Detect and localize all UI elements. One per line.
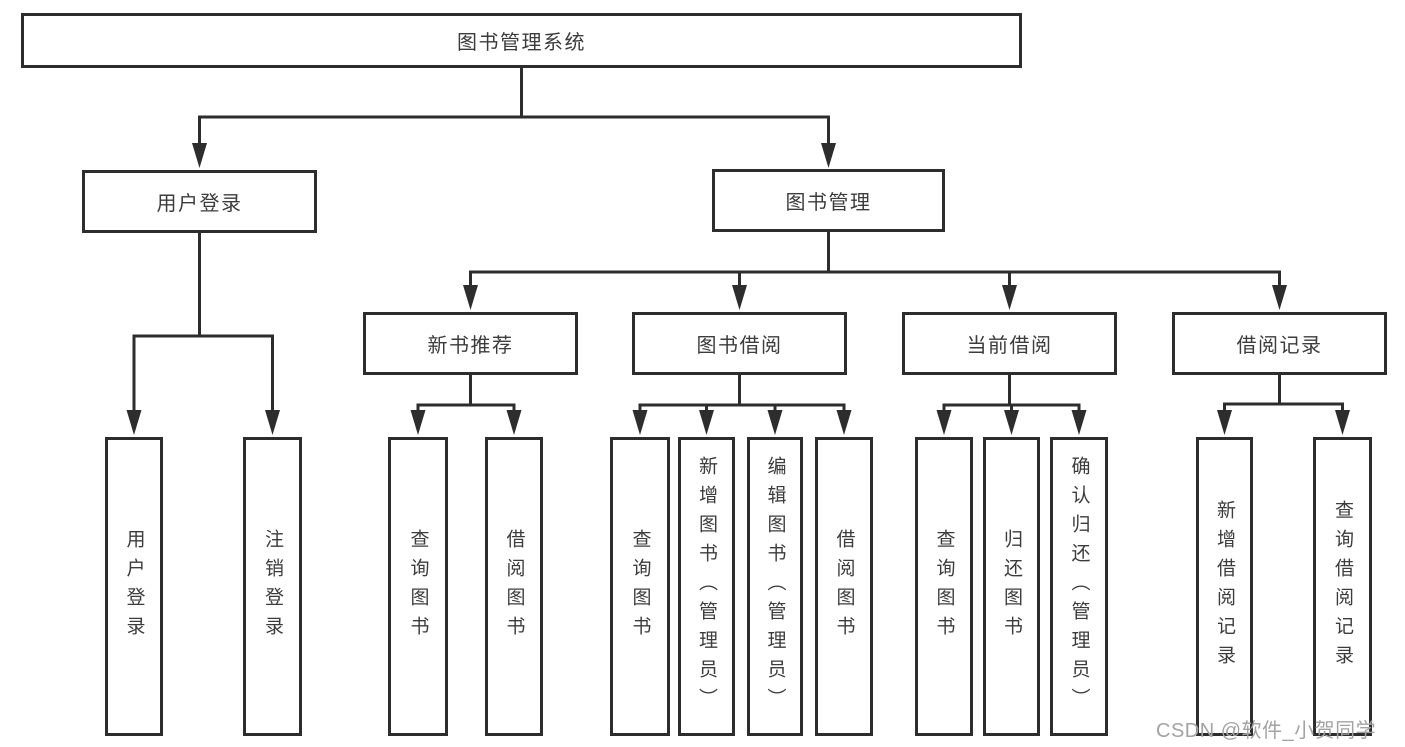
leaf-user-login: 用户登录 <box>105 437 163 736</box>
node-current-borrowing: 当前借阅 <box>902 312 1117 375</box>
leaf-label: 借阅图书 <box>833 528 855 645</box>
leaf-label: 查询图书 <box>933 528 955 645</box>
leaf-label: 查询借阅记录 <box>1332 499 1353 674</box>
node-book-borrowing: 图书借阅 <box>632 312 847 375</box>
csdn-watermark: CSDN @软件_小贺同学 <box>1156 720 1377 742</box>
node-root-system: 图书管理系统 <box>21 13 1022 68</box>
leaf-borrow-books-recommend: 借阅图书 <box>485 437 543 736</box>
leaf-label: 查询图书 <box>629 528 651 645</box>
node-borrowing-records: 借阅记录 <box>1172 312 1387 375</box>
leaf-add-borrow-record: 新增借阅记录 <box>1196 437 1253 736</box>
leaf-label: 新增借阅记录 <box>1214 499 1235 674</box>
leaf-add-books-admin: 新增图书（管理员） <box>678 437 735 736</box>
leaf-query-books-current: 查询图书 <box>915 437 973 736</box>
leaf-label: 注销登录 <box>262 528 283 645</box>
leaf-label: 查询图书 <box>407 528 429 645</box>
leaf-label: 编辑图书（管理员） <box>764 456 786 717</box>
leaf-logout: 注销登录 <box>243 437 302 736</box>
leaf-label: 新增图书（管理员） <box>696 456 717 717</box>
leaf-query-borrow-record: 查询借阅记录 <box>1313 437 1372 736</box>
leaf-label: 归还图书 <box>1001 528 1022 645</box>
leaf-label: 借阅图书 <box>503 528 525 645</box>
leaf-label: 用户登录 <box>123 528 145 645</box>
node-new-book-recommendation: 新书推荐 <box>363 312 578 375</box>
leaf-query-books-borrowing: 查询图书 <box>610 437 670 736</box>
leaf-label: 确认归还（管理员） <box>1068 456 1090 717</box>
leaf-return-books: 归还图书 <box>983 437 1040 736</box>
node-user-login: 用户登录 <box>82 170 317 233</box>
node-book-management: 图书管理 <box>712 169 945 232</box>
leaf-edit-books-admin: 编辑图书（管理员） <box>747 437 803 736</box>
leaf-borrow-books: 借阅图书 <box>815 437 873 736</box>
leaf-confirm-return-admin: 确认归还（管理员） <box>1050 437 1108 736</box>
leaf-query-books-recommend: 查询图书 <box>388 437 448 736</box>
